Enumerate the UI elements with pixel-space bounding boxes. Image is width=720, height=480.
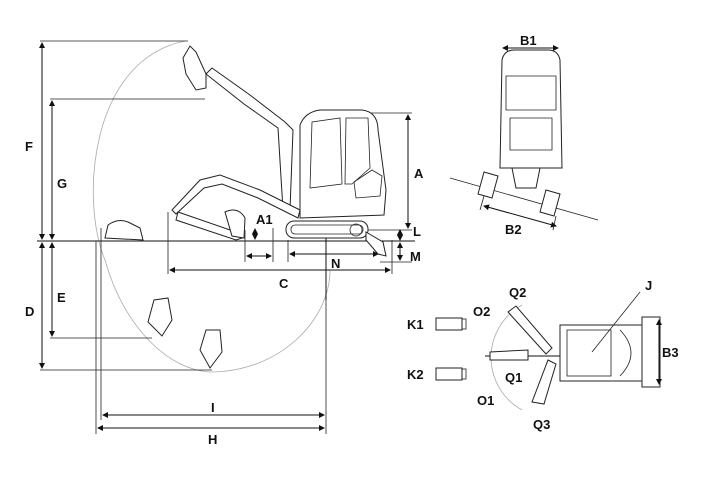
- bucket-lowered: [224, 209, 246, 239]
- boom-lowered: [171, 174, 301, 219]
- label-B1: B1: [520, 33, 537, 48]
- label-G: G: [57, 176, 67, 191]
- label-J: J: [645, 278, 652, 293]
- bucket-depth: [147, 297, 173, 337]
- bucket-raised: [182, 45, 207, 91]
- top-body: [559, 324, 643, 382]
- excavator-side-view: [104, 45, 387, 369]
- label-N: N: [331, 256, 340, 271]
- dimension-arrows: [39, 42, 411, 431]
- label-K1: K1: [407, 317, 424, 332]
- label-F: F: [25, 139, 33, 154]
- label-Q3: Q3: [533, 417, 550, 432]
- bucket-k2: [435, 367, 467, 381]
- label-D: D: [25, 304, 34, 319]
- label-C: C: [279, 276, 289, 291]
- label-Q1: Q1: [505, 370, 522, 385]
- dozer-blade: [365, 231, 387, 257]
- label-M: M: [410, 249, 421, 264]
- cab: [299, 109, 387, 219]
- label-K2: K2: [407, 367, 424, 382]
- label-L: L: [413, 224, 421, 239]
- label-O2: O2: [473, 304, 490, 319]
- label-E: E: [57, 290, 66, 305]
- bucket-k1: [435, 317, 467, 331]
- arm-center: [489, 349, 529, 361]
- bucket-max-depth: [199, 329, 223, 369]
- bucket-ground: [104, 220, 144, 241]
- label-A: A: [414, 166, 424, 181]
- excavator-front-view: [449, 45, 599, 231]
- label-B2: B2: [505, 222, 522, 237]
- boom-raised: [205, 67, 294, 211]
- label-I: I: [211, 400, 215, 415]
- dimension-labels: F G D E A A1 L M N C I H B1 B2 B3 J K1 K…: [25, 33, 679, 447]
- reach-envelope-arc: [92, 40, 331, 373]
- label-A1: A1: [256, 212, 273, 227]
- arm-left: [507, 305, 553, 355]
- excavator-top-view: [435, 291, 662, 411]
- label-H: H: [208, 432, 217, 447]
- top-blade: [641, 316, 661, 388]
- label-O1: O1: [477, 393, 494, 408]
- label-B3: B3: [662, 345, 679, 360]
- track: [285, 220, 369, 239]
- label-Q2: Q2: [509, 285, 526, 300]
- arm-right: [531, 359, 557, 405]
